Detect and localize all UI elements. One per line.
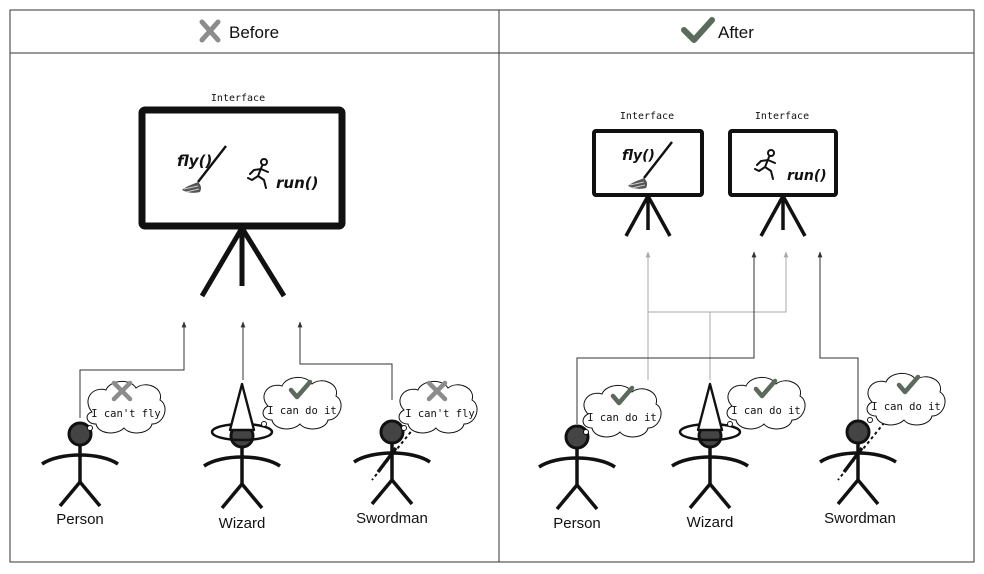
- before-arrows: [79, 321, 393, 418]
- run-method: run(): [276, 174, 318, 192]
- thought-bubble: I can do it: [582, 385, 662, 438]
- cross-icon: [199, 19, 221, 43]
- after-interface-run: Interface run(): [728, 111, 838, 237]
- before-title: Before: [229, 23, 279, 42]
- after-title: After: [718, 23, 754, 42]
- swordman-name: Swordman: [356, 510, 428, 527]
- before-interface: Interface fly() run(): [138, 93, 346, 298]
- table-frame: [9, 9, 975, 563]
- swordman-name: Swordman: [824, 510, 896, 527]
- interface-label: Interface: [620, 111, 674, 122]
- wizard-name: Wizard: [219, 515, 266, 532]
- after-arrows: [576, 251, 859, 424]
- bubble-text: I can't fly: [405, 408, 475, 420]
- bubble-text: I can do it: [267, 405, 337, 417]
- after-swordman: Swordman I can do it: [818, 373, 946, 527]
- after-interface-fly: Interface fly(): [592, 111, 704, 237]
- wizard-name: Wizard: [687, 514, 734, 531]
- check-icon: [681, 17, 715, 43]
- run-method: run(): [787, 168, 827, 184]
- person-name: Person: [56, 511, 104, 528]
- thought-bubble: I can do it: [866, 373, 946, 426]
- bubble-text: I can't fly: [91, 408, 161, 420]
- thought-bubble: I can do it: [726, 377, 806, 430]
- after-header: After: [681, 17, 754, 43]
- before-swordman: Swordman I can't fly: [352, 381, 478, 527]
- before-header: Before: [199, 19, 279, 43]
- bubble-text: I can do it: [731, 405, 801, 417]
- interface-label: Interface: [755, 111, 809, 122]
- thought-bubble: I can do it: [261, 377, 342, 430]
- fly-method: fly(): [177, 152, 212, 170]
- before-person: Person I can't fly: [40, 381, 166, 528]
- person-name: Person: [553, 515, 601, 532]
- after-person: Person I can do it: [537, 385, 662, 532]
- after-wizard: Wizard I can do it: [670, 377, 806, 531]
- thought-bubble: I can't fly: [398, 381, 478, 434]
- bubble-text: I can do it: [871, 401, 941, 413]
- thought-bubble: I can't fly: [86, 381, 166, 434]
- fly-method: fly(): [622, 148, 655, 164]
- interface-label: Interface: [211, 93, 265, 104]
- before-wizard: Wizard I can do it: [202, 377, 342, 532]
- bubble-text: I can do it: [587, 412, 657, 424]
